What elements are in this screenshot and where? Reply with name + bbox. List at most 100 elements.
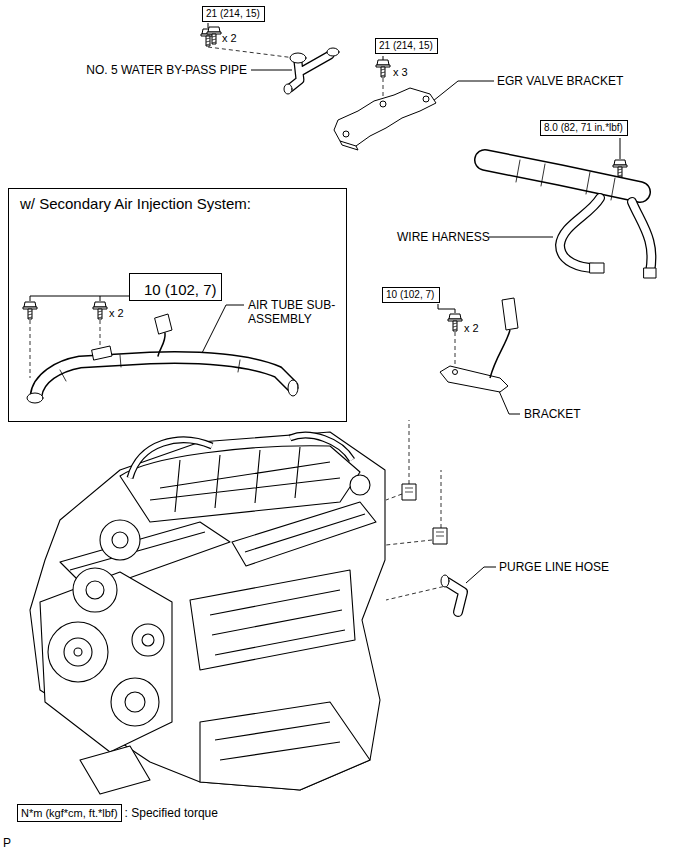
connector-plug [433, 528, 447, 544]
leader-line [433, 81, 494, 101]
assembly-line [455, 332, 456, 370]
connector-plug [436, 532, 444, 536]
torque-value: 10 (102, 7) [133, 275, 218, 299]
leader-line [466, 567, 496, 583]
torque-spec-box: 21 (214, 15) [202, 6, 265, 22]
connector-plug [402, 484, 416, 500]
leader-line [499, 391, 520, 414]
air-tube [155, 314, 172, 334]
torque-spec-box: 10 (102, 7) [129, 273, 222, 301]
bolt-symbol [448, 314, 462, 331]
part-name: WIRE HARNESS [397, 230, 490, 244]
leader-line [383, 56, 384, 60]
engine-assembly [112, 532, 128, 548]
engine-assembly [190, 570, 355, 670]
purge-line-hose [447, 582, 463, 612]
purge-line-hose [447, 582, 463, 612]
engine-assembly [64, 638, 92, 666]
engine-assembly [125, 692, 145, 712]
engine-assembly [86, 581, 104, 599]
connector-plug [402, 484, 447, 544]
legend-sample: N*m (kgf*cm, ft.*lbf) [17, 804, 122, 822]
part-name: AIR TUBE SUB-ASSEMBLY [248, 298, 343, 327]
leader-line [208, 23, 209, 28]
torque-value: 10 (102, 7) [386, 289, 434, 301]
harness-bracket [502, 298, 518, 330]
harness-bracket [453, 370, 458, 375]
wire-harness [632, 202, 651, 272]
assembly-line [386, 540, 432, 545]
wire-harness [560, 198, 600, 268]
engine-assembly [200, 702, 370, 790]
engine-assembly [30, 432, 385, 790]
part-name: EGR VALVE BRACKET [497, 74, 623, 88]
engine-assembly [100, 520, 140, 560]
water-bypass-pipe [284, 84, 292, 94]
bolt-symbol [93, 302, 107, 319]
bolt-symbol [23, 302, 37, 319]
engine-assembly [70, 514, 365, 570]
engine-assembly [48, 622, 108, 682]
wire-harness [590, 263, 604, 273]
torque-legend: N*m (kgf*cm, ft.*lbf): Specified torque [17, 803, 218, 822]
region-heading: w/ Secondary Air Injection System: [9, 189, 346, 213]
leader-line [30, 290, 135, 301]
engine-assembly [74, 648, 82, 656]
assembly-line [30, 320, 31, 378]
leader-line [201, 305, 244, 355]
purge-line-hose [441, 575, 449, 587]
part-name: PURGE LINE HOSE [499, 560, 609, 574]
egr-valve-bracket [343, 131, 349, 137]
torque-value: 8.0 (82, 71 in.*lbf) [544, 122, 623, 134]
harness-bracket [440, 366, 508, 392]
engine-assembly [150, 447, 340, 512]
purge-line-hose [441, 575, 463, 612]
torque-spec-box: 21 (214, 15) [375, 38, 438, 54]
bolt-symbol [613, 160, 627, 177]
engine-assembly [30, 432, 385, 794]
bolt-symbol [207, 27, 221, 44]
harness-bracket [490, 330, 510, 378]
air-tube [27, 314, 298, 403]
harness-bracket [440, 298, 518, 392]
air-tube [27, 393, 43, 403]
air-tube [92, 346, 112, 360]
air-tube [36, 358, 292, 396]
assembly-line [386, 585, 450, 600]
water-bypass-pipe [327, 48, 339, 56]
leader-line [438, 304, 455, 313]
torque-spec-box: 8.0 (82, 71 in.*lbf) [540, 120, 628, 136]
assembly-line [100, 320, 101, 352]
bolt-symbol [376, 60, 390, 77]
wire-harness [485, 160, 640, 192]
engine-assembly [210, 590, 345, 655]
quantity-note: x 2 [464, 322, 479, 335]
assembly-line [383, 78, 384, 100]
engine-assembly [290, 435, 352, 460]
engine-assembly [80, 746, 150, 794]
air-tube [158, 333, 165, 356]
engine-assembly [130, 440, 212, 478]
quantity-note: x 3 [393, 66, 408, 79]
engine-assembly [120, 446, 360, 522]
wire-harness [485, 160, 656, 278]
egr-valve-bracket [423, 96, 429, 102]
page-mark: P [3, 836, 11, 850]
assembly-line [386, 494, 402, 500]
quantity-note: x 2 [109, 307, 124, 320]
engine-assembly [111, 678, 159, 726]
engine-assembly [215, 722, 340, 760]
engine-assembly [290, 435, 352, 460]
egr-valve-bracket [334, 88, 436, 146]
engine-assembly [130, 440, 212, 478]
egr-valve-bracket [380, 101, 386, 107]
air-tube [60, 355, 240, 381]
quantity-note: x 2 [222, 32, 237, 45]
torque-value: 21 (214, 15) [206, 8, 260, 20]
engine-assembly [350, 475, 370, 495]
wire-harness [644, 268, 656, 278]
engine-assembly [132, 624, 164, 656]
leader-line [620, 138, 621, 159]
egr-valve-bracket [340, 141, 358, 150]
